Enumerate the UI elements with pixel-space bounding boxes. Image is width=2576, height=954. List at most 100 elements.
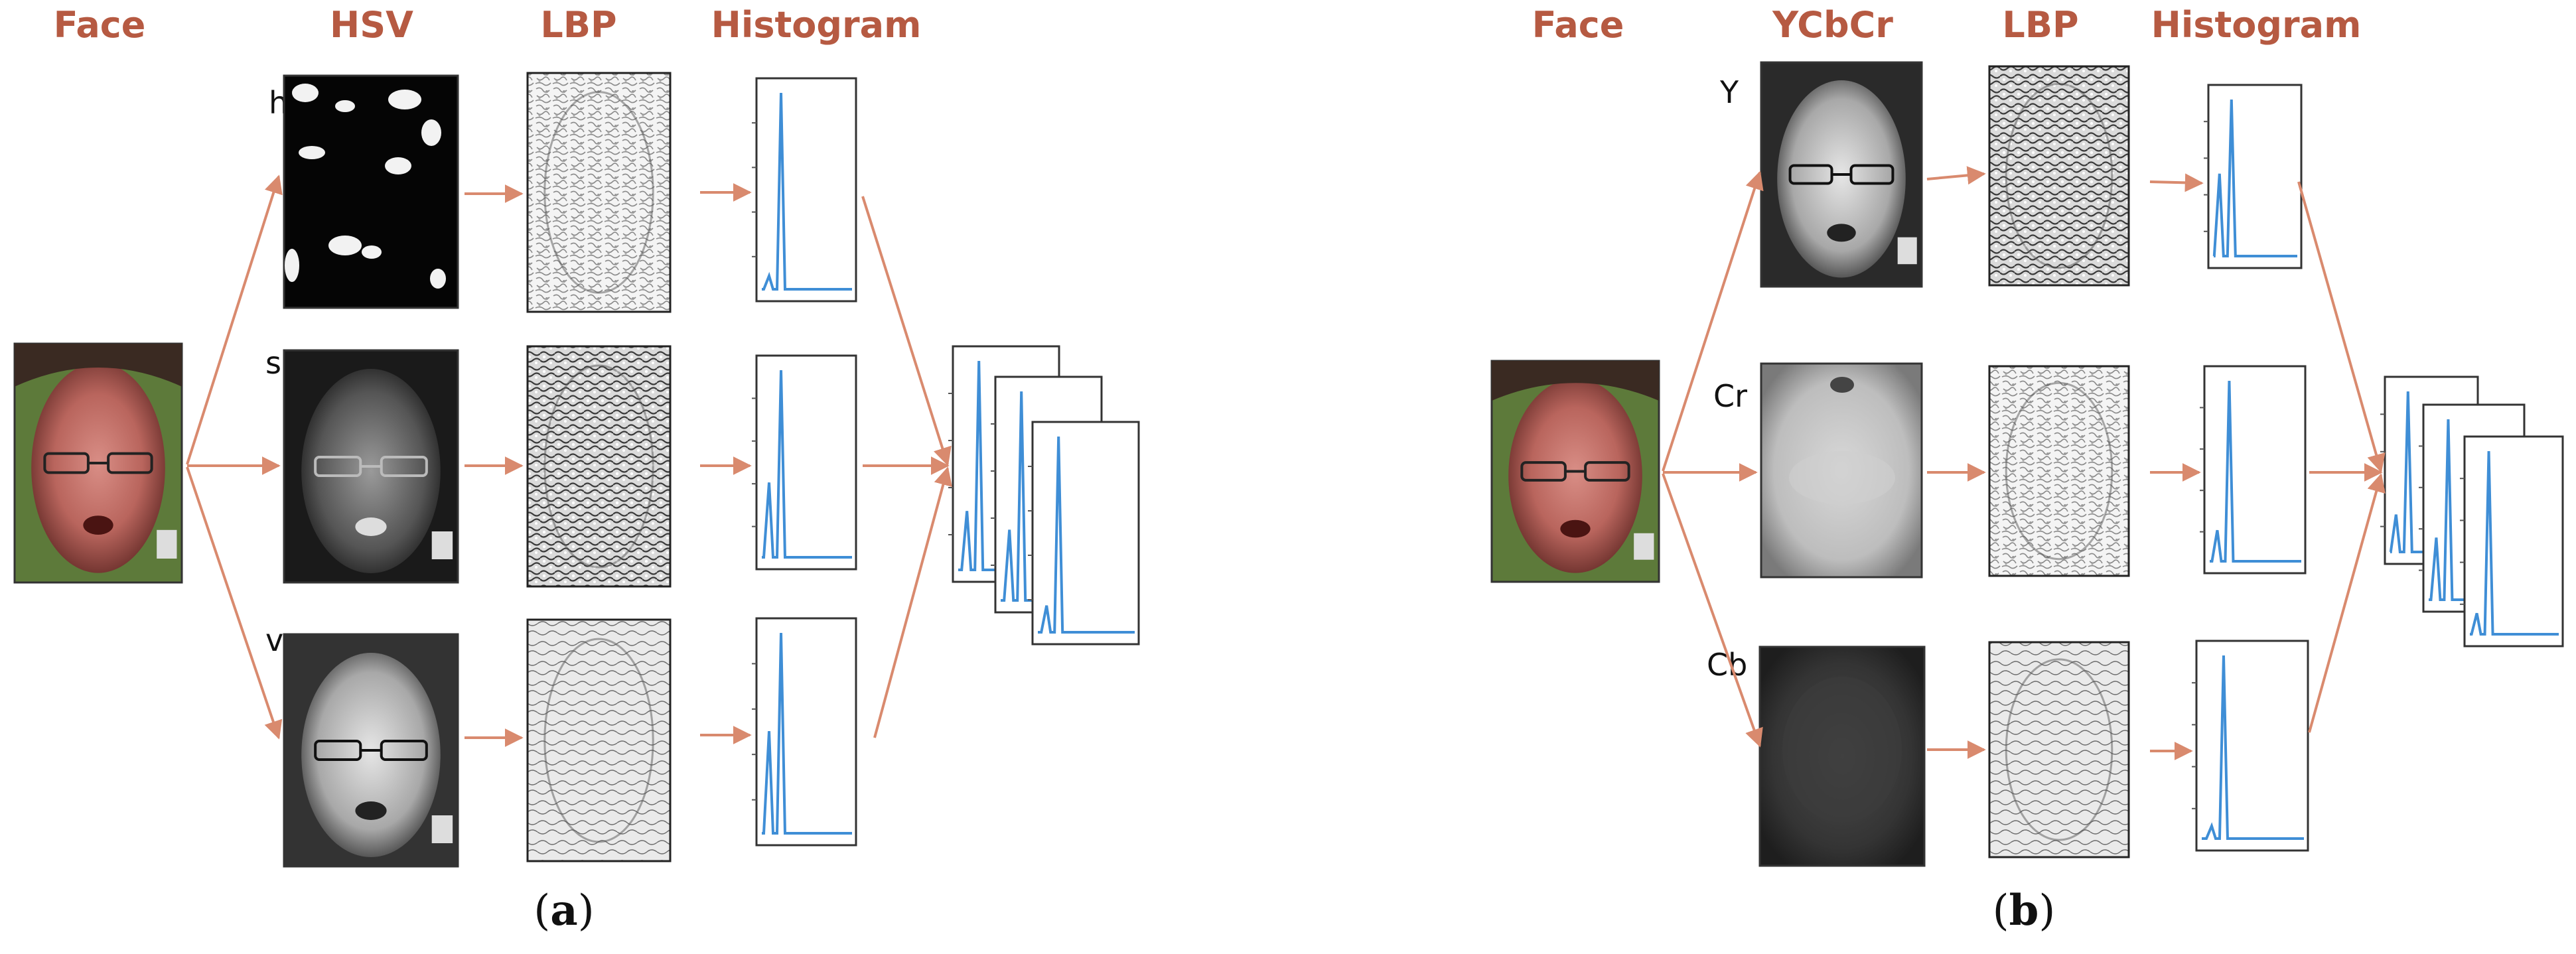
panel-b-header-ycbcr: YCbCr: [1772, 4, 1893, 46]
panel-b-stack-1-line: [2389, 391, 2474, 553]
panel-b-hist-cr-frame: [2203, 365, 2307, 575]
panel-a-lbp-h-frame: [526, 72, 672, 313]
panel-b-hist-cb: [2192, 640, 2309, 852]
panel-a-hist-h-frame: [755, 77, 857, 303]
hsv-h-blob: [299, 146, 325, 159]
panel-a-lbp-h: [526, 72, 672, 313]
panel-a-header-histogram: Histogram: [711, 4, 922, 46]
panel-b-header-lbp: LBP: [2002, 4, 2079, 46]
panel-b-arrow-hist-y-stack: [2297, 181, 2386, 473]
channel-label-y: Y: [1720, 74, 1739, 110]
hsv-h-blob: [430, 269, 446, 289]
panel-b-face-photo-head: [1508, 378, 1642, 573]
hsv-v-image-corner: [431, 815, 453, 843]
panel-a-face-photo-hair: [15, 344, 182, 387]
panel-b-face-photo-corner: [1634, 533, 1654, 560]
panel-b-hist-y: [2204, 84, 2303, 269]
hsv-h-blob: [292, 84, 319, 102]
panel-a-face-photo-mouth: [83, 515, 113, 535]
panel-b-face-photo-mouth: [1560, 519, 1591, 538]
panel-a-face-photo: [13, 342, 183, 584]
channel-label-cr: Cr: [1713, 378, 1748, 414]
panel-a-lbp-v: [526, 618, 672, 862]
panel-b-lbp-cb: [1988, 641, 2130, 858]
panel-a-header-lbp: LBP: [540, 4, 617, 46]
panel-a-hist-s: [752, 354, 857, 571]
panel-b-hist-cb-frame: [2195, 640, 2309, 852]
panel-b-hist-y-line: [2212, 99, 2297, 257]
hsv-h-blob: [335, 100, 355, 112]
panel-b-arrow-face-y: [1662, 170, 1764, 472]
panel-b-face-photo-hair: [1492, 361, 1659, 401]
panel-a-hist-v: [752, 617, 857, 847]
channel-label-s: s: [265, 345, 281, 381]
hsv-h-frame: [283, 74, 459, 309]
panel-b-stack-3-line: [2470, 450, 2559, 636]
caption-a: (a): [534, 886, 595, 935]
ycbcr-cb-image: [1758, 646, 1926, 867]
hsv-v-image-mouth: [355, 801, 387, 820]
panel-b-hist-cb-line: [2202, 655, 2304, 840]
panel-b-lbp-y-outline: [2005, 82, 2113, 269]
channel-label-v: v: [265, 622, 284, 658]
ycbcr-y-image: [1760, 61, 1923, 288]
ycbcr-y-image-mouth: [1827, 224, 1856, 242]
panel-a-arrow-hist-h-stack: [861, 196, 952, 466]
panel-a-lbp-v-frame: [526, 618, 672, 862]
panel-b-lbp-cr: [1988, 365, 2130, 577]
panel-a-lbp-h-outline: [543, 91, 654, 294]
ycbcr-cr-image: [1760, 362, 1923, 579]
panel-a-stack-1-line: [958, 360, 1055, 571]
panel-a-face-photo-head: [31, 362, 165, 573]
hsv-h-blob: [385, 157, 411, 174]
panel-b-lbp-cb-frame: [1988, 641, 2130, 858]
hsv-s-image-corner: [431, 531, 453, 559]
panel-b-lbp-cb-outline: [2005, 658, 2113, 841]
ycbcr-cr-blur: [1789, 451, 1895, 504]
hsv-s-image-head: [301, 369, 441, 573]
hsv-h-image: [283, 74, 459, 309]
panel-b-lbp-y: [1988, 65, 2130, 287]
panel-a-hist-v-line: [762, 632, 852, 835]
panel-b-arrow-hist-cb-stack: [2308, 473, 2386, 733]
panel-a-arrow-face-v: [186, 466, 283, 740]
panel-b-stack-2-line: [2429, 419, 2520, 601]
panel-a-stack-3: [1028, 421, 1140, 646]
panel-b-hist-cr-line: [2210, 380, 2301, 563]
panel-b-stack-3-frame: [2463, 435, 2564, 647]
hsv-h-blob: [328, 236, 362, 255]
panel-a-header-face: Face: [53, 4, 146, 46]
panel-b-header-face: Face: [1532, 4, 1624, 46]
panel-b-arrow-face-cb: [1662, 473, 1763, 748]
panel-b-arrow-y-hist: [2149, 173, 2204, 192]
panel-b-lbp-cr-outline: [2005, 381, 2113, 561]
panel-b-lbp-y-frame: [1988, 65, 2130, 287]
panel-b-arrow-y-lbp: [1926, 166, 1986, 185]
panel-a-lbp-v-outline: [543, 638, 654, 843]
ycbcr-y-image-corner: [1897, 237, 1917, 265]
hsv-v-image-head: [301, 653, 441, 857]
panel-a-stack-3-frame: [1031, 421, 1140, 646]
hsv-s-image: [283, 349, 459, 584]
ycbcr-cb-blur: [1782, 677, 1902, 823]
panel-b-header-histogram: Histogram: [2151, 4, 2362, 46]
hsv-h-blob: [388, 90, 421, 109]
panel-b-face-photo: [1490, 360, 1660, 583]
panel-a-lbp-s-outline: [543, 364, 654, 569]
panel-a-hist-s-line: [762, 370, 852, 559]
panel-a-lbp-s-frame: [526, 345, 672, 588]
caption-b: (b): [1992, 886, 2056, 935]
ycbcr-cr-spot: [1830, 377, 1854, 393]
panel-a-lbp-s: [526, 345, 672, 588]
hsv-s-image-mouth: [355, 517, 387, 536]
panel-a-face-photo-corner: [157, 529, 177, 559]
panel-b-hist-cr: [2200, 365, 2307, 575]
hsv-h-blob: [362, 245, 382, 259]
hsv-h-blob: [285, 249, 299, 282]
panel-a-stack-2-line: [1001, 391, 1098, 602]
panel-a-arrow-face-h: [186, 174, 283, 465]
hsv-v-image: [283, 633, 459, 868]
ycbcr-y-image-head: [1777, 80, 1906, 278]
